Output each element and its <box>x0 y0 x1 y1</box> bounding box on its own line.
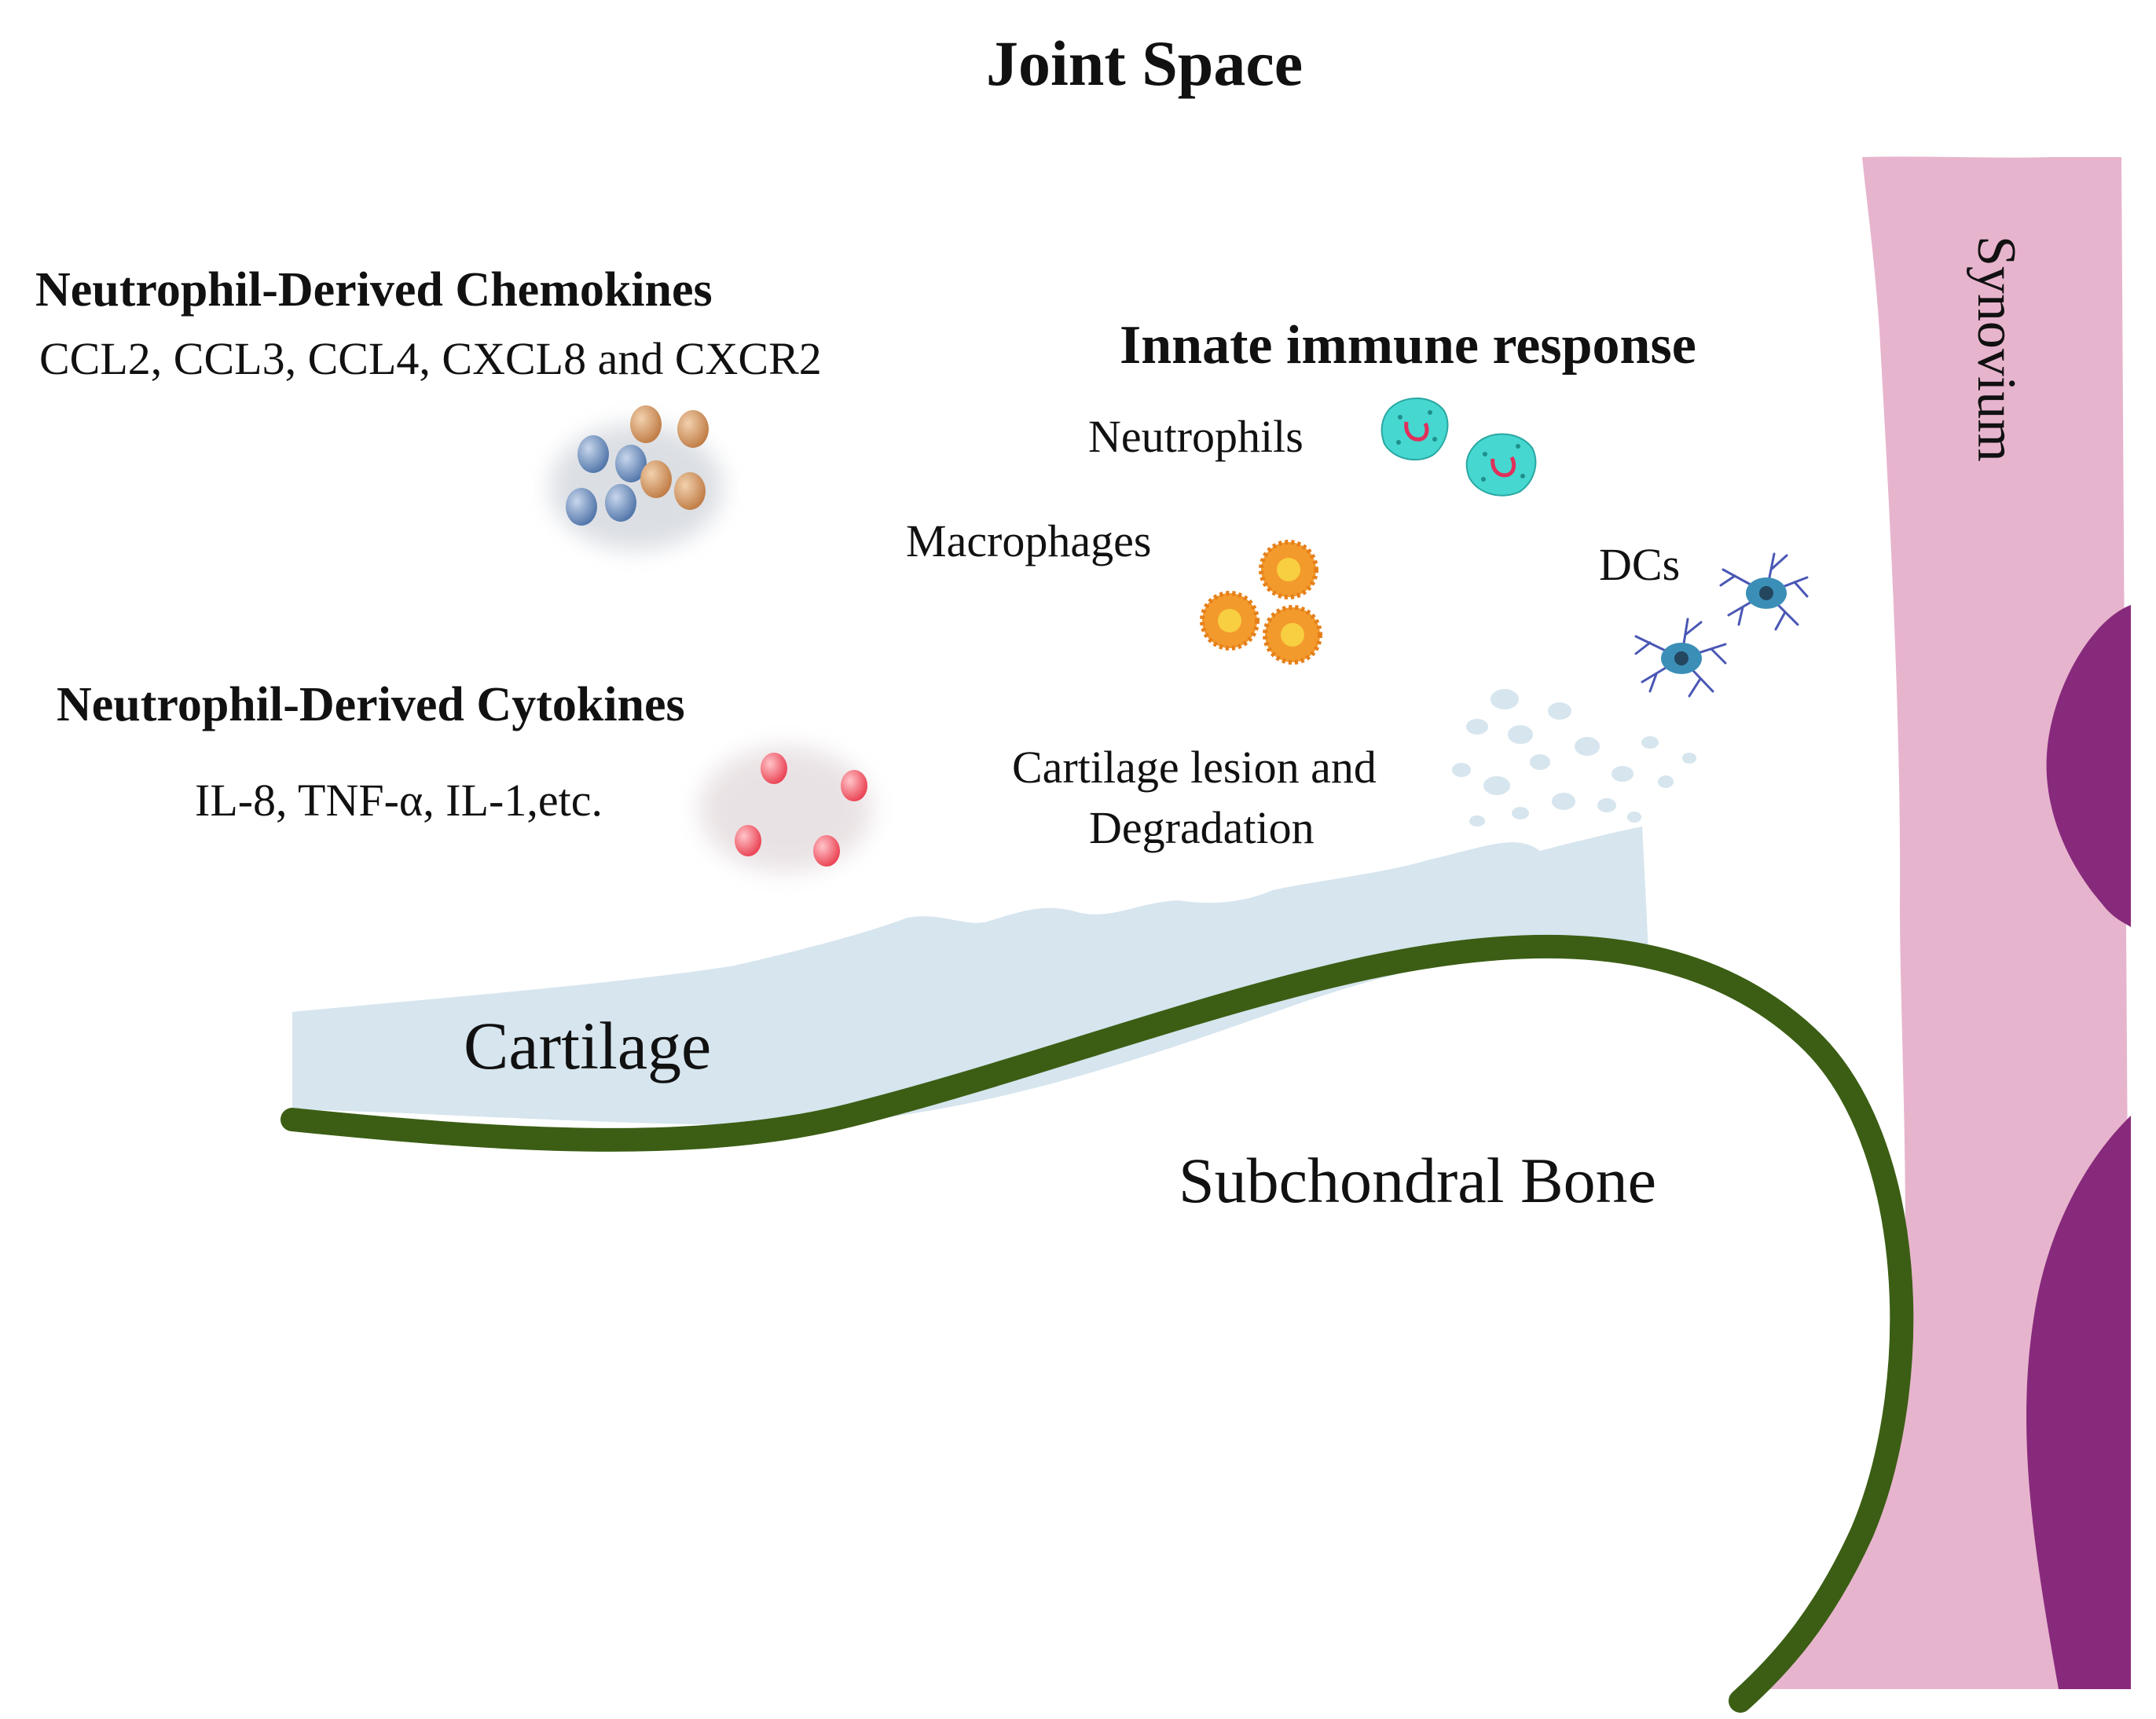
dendritic-cell <box>1634 618 1727 698</box>
chemokine-blue <box>578 435 609 473</box>
cartilage-fragment <box>1466 719 1488 735</box>
chemokine-orange <box>677 410 709 448</box>
neutrophils-label: Neutrophils <box>1088 411 1304 462</box>
cartilage-fragment <box>1483 776 1510 795</box>
macrophage-group <box>1200 540 1322 665</box>
subchondral-bone-label: Subchondral Bone <box>1179 1145 1657 1216</box>
macrophage-cell <box>1200 591 1260 651</box>
cartilage-fragment <box>1552 793 1575 810</box>
cartilage-fragment <box>1530 754 1550 770</box>
cartilage-fragments <box>1452 689 1696 827</box>
cartilage-fragment <box>1575 737 1600 756</box>
synovium-label: Synovium <box>1966 236 2026 462</box>
cartilage-fragment <box>1452 763 1471 777</box>
subchondral-bone-line <box>280 934 1914 1713</box>
cytokine-dot <box>841 770 867 801</box>
chemokine-orange <box>674 472 706 510</box>
chemokine-orange <box>630 405 662 443</box>
cytokine-cluster <box>699 746 872 872</box>
cartilage-fragment <box>1508 725 1533 744</box>
cartilage-fragment <box>1627 812 1641 823</box>
cytokine-dot <box>813 835 840 867</box>
cartilage-fragment <box>1612 766 1634 782</box>
cartilage-fragment <box>1548 702 1571 720</box>
neutrophil-group <box>1380 398 1537 497</box>
neutrophil-cell <box>1380 398 1449 461</box>
macrophages-label: Macrophages <box>906 515 1152 566</box>
chemokine-cluster <box>550 405 723 550</box>
cytokine-dot <box>735 825 761 856</box>
lesion-label-line1: Cartilage lesion and <box>1012 742 1377 793</box>
chemokine-orange <box>640 460 672 498</box>
cartilage-label: Cartilage <box>464 1008 712 1083</box>
cartilage-region <box>292 827 1648 1126</box>
cartilage-fragment <box>1597 798 1616 812</box>
dendritic-cell <box>1719 552 1809 631</box>
diagram-title: Joint Space <box>986 27 1304 99</box>
cartilage-fragment <box>1469 816 1485 827</box>
cartilage-fragment <box>1512 807 1529 819</box>
neutrophil-cell <box>1465 433 1537 497</box>
lesion-label-line2: Degradation <box>1089 802 1314 853</box>
chemokine-blue <box>615 445 647 482</box>
macrophage-cell <box>1259 540 1318 599</box>
synovium-fold <box>2046 605 2131 927</box>
cytokine-dot <box>761 753 787 784</box>
cartilage-fragment <box>1490 689 1519 709</box>
dcs-label: DCs <box>1599 539 1681 590</box>
synovium-fold <box>2026 1116 2131 1689</box>
innate-heading: Innate immune response <box>1120 315 1696 376</box>
cartilage-fragment <box>1641 736 1659 749</box>
chemokines-list: CCL2, CCL3, CCL4, CXCL8 and CXCR2 <box>39 333 822 384</box>
chemokine-blue <box>605 484 636 522</box>
chemokine-blue <box>566 488 597 526</box>
chemokines-heading: Neutrophil-Derived Chemokines <box>35 263 713 317</box>
cytokines-list: IL-8, TNF-α, IL-1,etc. <box>195 775 603 826</box>
dendritic-cell-group <box>1634 552 1809 698</box>
cartilage-fragment <box>1682 753 1696 764</box>
macrophage-cell <box>1263 605 1322 665</box>
cartilage-fragment <box>1658 775 1674 788</box>
cytokines-heading: Neutrophil-Derived Cytokines <box>57 678 685 731</box>
